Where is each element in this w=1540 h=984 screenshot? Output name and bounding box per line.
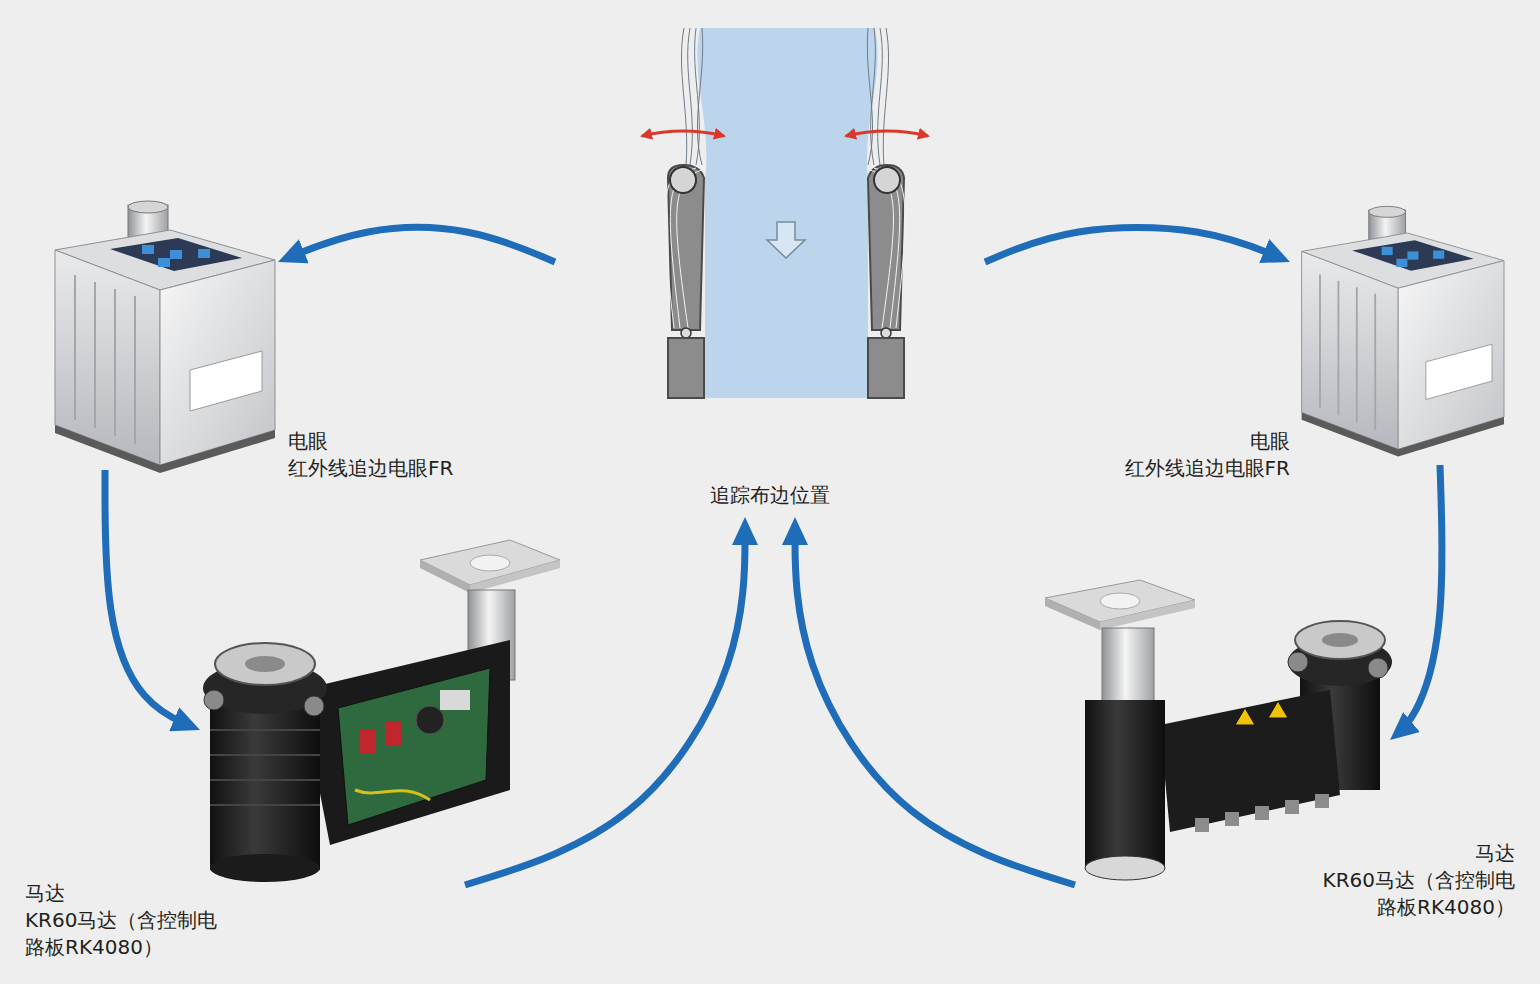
device-label: 红外线追边电眼FR xyxy=(288,455,528,482)
flow-arrow xyxy=(465,517,745,885)
motor-cylinder xyxy=(1085,700,1165,870)
edge-motion-arrow xyxy=(642,131,724,136)
tracking-node: 追踪布边位置 xyxy=(555,20,985,517)
gear-wheel xyxy=(215,643,315,685)
fabric-web xyxy=(697,28,877,398)
fabric-wrap-line xyxy=(670,168,696,328)
board-component xyxy=(360,730,376,754)
motor-rib xyxy=(210,729,320,731)
roller-pivot xyxy=(881,328,891,338)
cable-gland xyxy=(1225,812,1239,826)
motor-rib xyxy=(210,754,320,756)
device-heading: 电眼 xyxy=(288,428,528,455)
motor-rib xyxy=(210,804,320,806)
sensor-node: 电眼红外线追边电眼FR xyxy=(1290,205,1505,465)
gear-hub xyxy=(245,656,285,672)
motor-cap xyxy=(210,854,320,882)
fabric-edge-line xyxy=(688,28,693,165)
board-component xyxy=(440,690,470,710)
device-label: KR60马达（含控制电 路板RK4080） xyxy=(1265,867,1515,921)
flow-arrow xyxy=(278,228,555,263)
board-component xyxy=(385,722,401,746)
fabric-edge-line xyxy=(878,28,883,165)
motor-knob xyxy=(304,696,324,716)
sensor-figure xyxy=(55,201,275,473)
device-label: KR60马达（含控制电 路板RK4080） xyxy=(25,907,265,961)
motor-knob xyxy=(1288,652,1308,672)
mount-hole xyxy=(470,555,510,571)
flow-arrow xyxy=(105,470,200,730)
roller xyxy=(874,167,900,193)
mount-plate-edge xyxy=(1045,598,1100,630)
cable-gland xyxy=(1315,794,1329,808)
edge-motion-arrow xyxy=(846,131,928,136)
device-label: 红外线追边电眼FR xyxy=(1050,455,1290,482)
motor-node: 马达KR60马达（含控制电 路板RK4080） xyxy=(200,540,560,885)
roller-base xyxy=(668,338,704,398)
motor-node: 马达KR60马达（含控制电 路板RK4080） xyxy=(1040,580,1390,885)
device-heading: 马达 xyxy=(1265,840,1515,867)
board-wire xyxy=(355,790,430,800)
motor-knob xyxy=(204,690,224,710)
motor-case xyxy=(300,640,510,845)
web-direction-arrow xyxy=(767,222,805,258)
cable-gland xyxy=(1285,800,1299,814)
warning-symbol xyxy=(1235,708,1255,725)
fabric-edge-line xyxy=(697,28,702,165)
label-block: 电眼红外线追边电眼FR xyxy=(1050,428,1290,482)
flow-arrow xyxy=(795,517,1075,885)
gear-wheel xyxy=(1295,621,1385,659)
roller-base xyxy=(868,338,904,398)
motor-case xyxy=(1160,690,1340,832)
motor-cap xyxy=(1085,856,1165,880)
sensor-node: 电眼红外线追边电眼FR xyxy=(45,205,278,470)
motor-cylinder xyxy=(210,690,320,870)
motor-knob xyxy=(1368,658,1388,678)
cable-gland xyxy=(1255,806,1269,820)
fabric-wrap-line xyxy=(874,168,900,328)
fabric-edge-line xyxy=(883,28,888,165)
motor-rib xyxy=(210,779,320,781)
label-block: 马达KR60马达（含控制电 路板RK4080） xyxy=(25,880,265,961)
roller-pivot xyxy=(681,328,691,338)
device-heading: 马达 xyxy=(25,880,265,907)
flow-arrow xyxy=(985,228,1290,263)
fabric-edge-line xyxy=(681,28,686,165)
label-block: 追踪布边位置 xyxy=(555,482,985,509)
device-heading: 电眼 xyxy=(1050,428,1290,455)
circuit-board xyxy=(338,668,490,825)
fabric-edge-line xyxy=(867,28,872,165)
connector-group xyxy=(105,228,1442,886)
fabric-wrap-line xyxy=(870,170,893,328)
mount-post xyxy=(1102,628,1154,708)
flow-arrow xyxy=(1390,465,1442,740)
roller xyxy=(670,167,696,193)
mount-plate-edge xyxy=(420,560,470,593)
board-component xyxy=(416,706,444,734)
warning-symbol xyxy=(1268,701,1288,718)
cable-gland xyxy=(1195,818,1209,832)
mount-hole xyxy=(1100,593,1140,609)
label-block: 马达KR60马达（含控制电 路板RK4080） xyxy=(1265,840,1515,921)
gear-hub xyxy=(1322,633,1358,647)
sensor-figure xyxy=(1302,206,1504,456)
label-block: 电眼红外线追边电眼FR xyxy=(288,428,528,482)
device-heading: 追踪布边位置 xyxy=(555,482,985,509)
roller-arm xyxy=(668,165,704,330)
